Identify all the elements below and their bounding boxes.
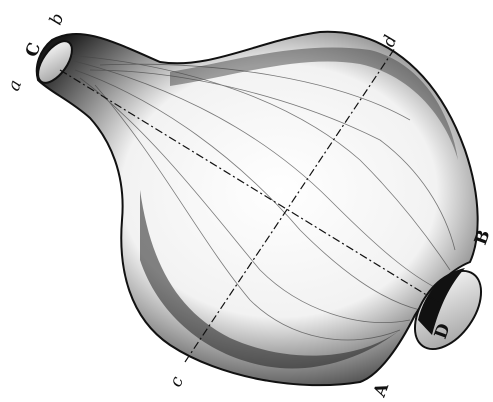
label-a: a xyxy=(4,77,26,93)
label-c: c xyxy=(166,373,188,389)
label-b: b xyxy=(46,11,69,28)
label-A: A xyxy=(370,380,394,401)
